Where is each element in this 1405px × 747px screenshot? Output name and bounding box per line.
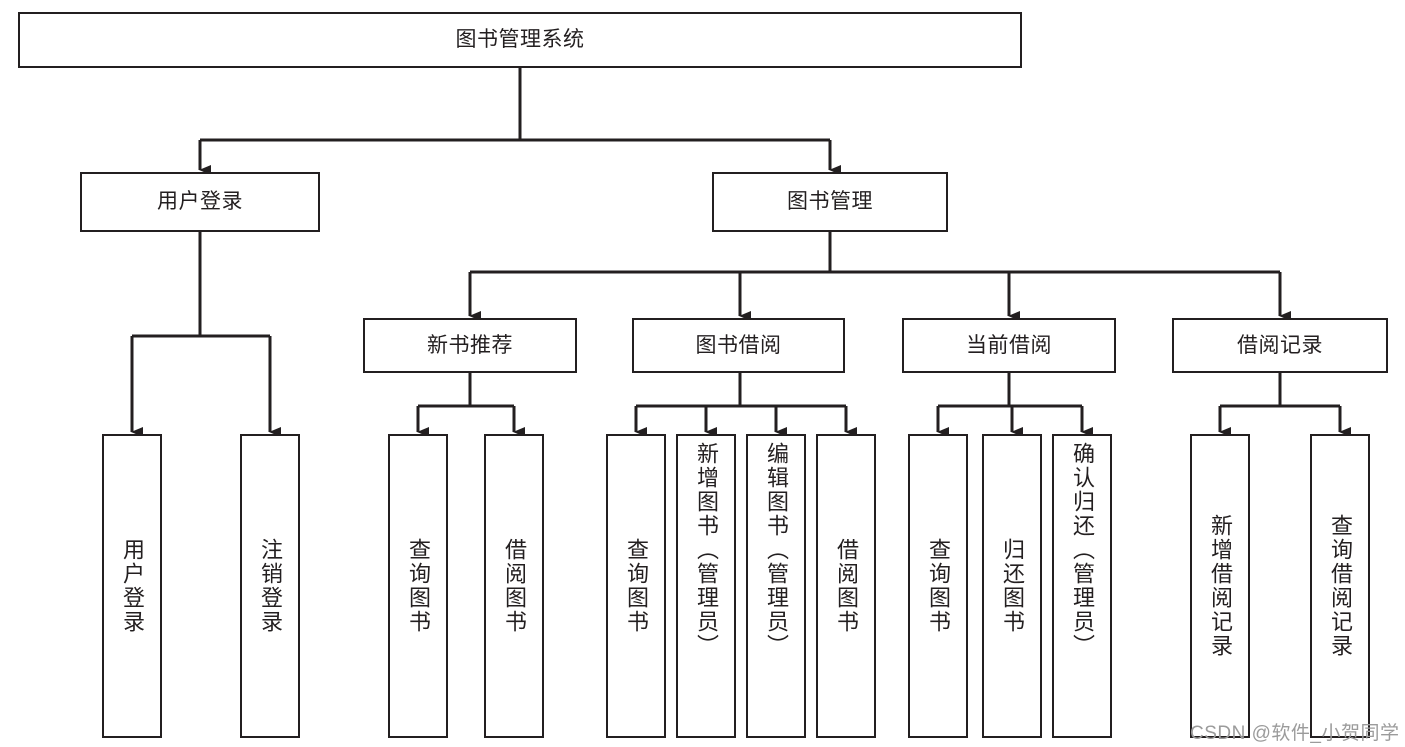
node-label-book-borrow: 图书借阅 (695, 333, 782, 357)
node-book-manage[interactable]: 图书管理 (712, 172, 948, 232)
node-root[interactable]: 图书管理系统 (18, 12, 1022, 68)
node-leaf-add-book[interactable]: 新增图书（管理员） (676, 434, 736, 738)
node-user-login[interactable]: 用户登录 (80, 172, 320, 232)
node-leaf-add-record[interactable]: 新增借阅记录 (1190, 434, 1250, 738)
node-label-root: 图书管理系统 (455, 28, 585, 52)
node-label-borrow-record: 借阅记录 (1237, 333, 1323, 357)
node-leaf-query-book-3[interactable]: 查询图书 (908, 434, 968, 738)
connector-lines (130, 68, 1351, 437)
node-borrow-record[interactable]: 借阅记录 (1172, 318, 1388, 373)
node-label-leaf-confirm-return: 确认归还（管理员） (1069, 442, 1095, 658)
node-leaf-borrow-book-1[interactable]: 借阅图书 (484, 434, 544, 738)
node-label-leaf-add-record: 新增借阅记录 (1207, 514, 1233, 658)
node-new-book-recommend[interactable]: 新书推荐 (363, 318, 577, 373)
node-leaf-query-book-1[interactable]: 查询图书 (388, 434, 448, 738)
node-leaf-borrow-book-2[interactable]: 借阅图书 (816, 434, 876, 738)
node-label-leaf-add-book: 新增图书（管理员） (693, 442, 719, 658)
node-label-leaf-edit-book: 编辑图书（管理员） (763, 442, 789, 658)
node-label-leaf-return-book: 归还图书 (999, 538, 1025, 634)
node-label-book-manage: 图书管理 (787, 190, 873, 214)
node-label-leaf-user-logout: 注销登录 (257, 538, 283, 634)
node-label-current-borrow: 当前借阅 (966, 333, 1052, 357)
node-book-borrow[interactable]: 图书借阅 (632, 318, 845, 373)
node-leaf-user-login[interactable]: 用户登录 (102, 434, 162, 738)
node-leaf-user-logout[interactable]: 注销登录 (240, 434, 300, 738)
node-label-leaf-query-record: 查询借阅记录 (1327, 514, 1353, 658)
node-label-leaf-borrow-book-1: 借阅图书 (501, 538, 527, 634)
node-leaf-query-book-2[interactable]: 查询图书 (606, 434, 666, 738)
node-label-new-book-recommend: 新书推荐 (427, 333, 513, 357)
node-label-leaf-query-book-2: 查询图书 (623, 538, 649, 634)
node-leaf-edit-book[interactable]: 编辑图书（管理员） (746, 434, 806, 738)
node-leaf-return-book[interactable]: 归还图书 (982, 434, 1042, 738)
node-label-leaf-user-login: 用户登录 (119, 538, 145, 634)
node-label-user-login: 用户登录 (157, 190, 243, 214)
node-current-borrow[interactable]: 当前借阅 (902, 318, 1116, 373)
node-leaf-query-record[interactable]: 查询借阅记录 (1310, 434, 1370, 738)
node-label-leaf-query-book-3: 查询图书 (925, 538, 951, 634)
node-label-leaf-query-book-1: 查询图书 (405, 538, 431, 634)
node-label-leaf-borrow-book-2: 借阅图书 (833, 538, 859, 634)
node-leaf-confirm-return[interactable]: 确认归还（管理员） (1052, 434, 1112, 738)
